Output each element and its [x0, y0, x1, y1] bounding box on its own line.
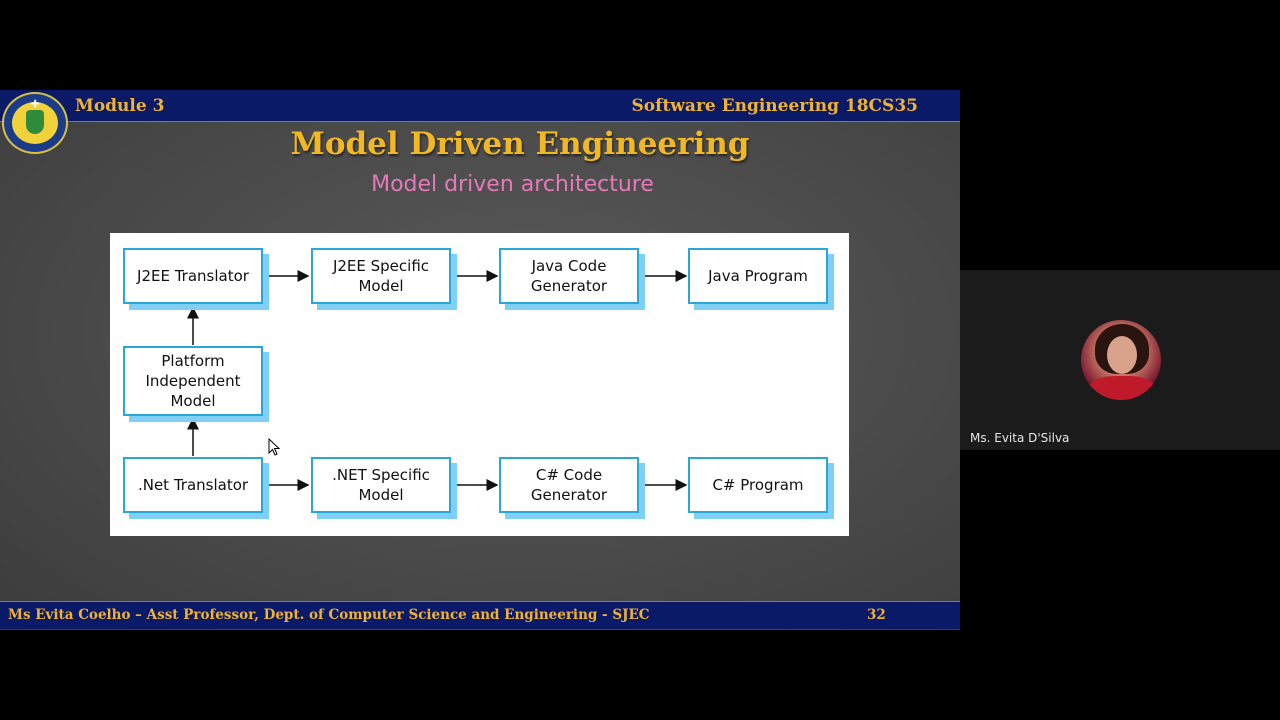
node-j2ee-translator: J2EE Translator — [123, 248, 263, 304]
node-j2ee-specific-model: J2EE Specific Model — [311, 248, 451, 304]
diagram-arrows — [187, 270, 688, 491]
participant-video-tile[interactable]: Ms. Evita D'Silva — [960, 270, 1280, 450]
node-java-program: Java Program — [688, 248, 828, 304]
node-csharp-program: C# Program — [688, 457, 828, 513]
presentation-slide: Module 3 Software Engineering 18CS35 ✚ M… — [0, 90, 960, 630]
participant-avatar — [1081, 320, 1161, 400]
node-csharp-code-generator: C# Code Generator — [499, 457, 639, 513]
course-label: Software Engineering 18CS35 — [631, 96, 918, 116]
slide-title: Model Driven Engineering — [290, 126, 750, 162]
slide-header-bar: Module 3 Software Engineering 18CS35 — [0, 90, 960, 122]
mouse-pointer-icon — [268, 438, 280, 456]
slide-page-number: 32 — [867, 607, 886, 623]
avatar-dress-shape — [1089, 376, 1155, 400]
logo-cross-icon: ✚ — [31, 99, 40, 110]
node-java-code-generator: Java Code Generator — [499, 248, 639, 304]
slide-subtitle: Model driven architecture — [371, 172, 654, 197]
avatar-face-shape — [1107, 336, 1137, 374]
node-platform-independent-model: Platform Independent Model — [123, 346, 263, 416]
college-logo: ✚ — [2, 92, 68, 154]
node-net-specific-model: .NET Specific Model — [311, 457, 451, 513]
participant-name: Ms. Evita D'Silva — [970, 431, 1070, 445]
node-net-translator: .Net Translator — [123, 457, 263, 513]
slide-footer-bar: Ms Evita Coelho – Asst Professor, Dept. … — [0, 601, 960, 629]
footer-presenter-info: Ms Evita Coelho – Asst Professor, Dept. … — [8, 607, 650, 623]
logo-emblem-icon — [26, 110, 44, 134]
mda-diagram: J2EE Translator J2EE Specific Model Java… — [110, 233, 849, 536]
module-label: Module 3 — [75, 96, 165, 116]
